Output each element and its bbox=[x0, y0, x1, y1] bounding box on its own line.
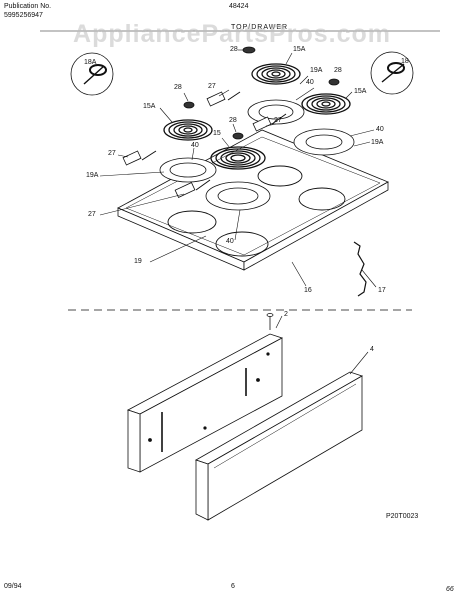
part-label: 40 bbox=[306, 79, 314, 86]
section-title: TOP/DRAWER bbox=[231, 24, 289, 31]
surface-elements bbox=[163, 63, 351, 170]
publication-number: 5995256947 bbox=[4, 12, 43, 19]
part-label: 28 bbox=[229, 117, 237, 124]
part-label: 19A bbox=[310, 67, 323, 74]
leader-lines-lower bbox=[275, 315, 369, 375]
detail-circle-18 bbox=[370, 51, 414, 95]
part-label: 40 bbox=[191, 142, 199, 149]
part-label: 40 bbox=[376, 126, 384, 133]
element-right-back bbox=[301, 93, 351, 115]
footer-date: 09/94 bbox=[4, 583, 22, 590]
part-label: 15A bbox=[293, 46, 306, 53]
wire-harness bbox=[353, 241, 367, 297]
footer-page-number: 6 bbox=[231, 583, 235, 590]
part-label: 40 bbox=[226, 238, 234, 245]
element-top-back bbox=[251, 63, 301, 85]
watermark: AppliancePartsPros.com bbox=[73, 20, 391, 48]
part-label: 2 bbox=[284, 311, 288, 318]
part-label: 18A bbox=[84, 59, 97, 66]
part-label: 27 bbox=[274, 117, 282, 124]
part-label: 28 bbox=[334, 67, 342, 74]
part-label: 27 bbox=[208, 83, 216, 90]
element-front-large bbox=[210, 146, 266, 170]
part-label: 27 bbox=[108, 150, 116, 157]
element-left-back bbox=[163, 119, 213, 141]
part-label: 28 bbox=[174, 84, 182, 91]
part-label: 19A bbox=[86, 172, 99, 179]
detail-circle-18a bbox=[70, 52, 114, 96]
footer-mark: 66 bbox=[446, 586, 454, 593]
part-label: 16 bbox=[304, 287, 312, 294]
part-label: 28 bbox=[230, 46, 238, 53]
publication-label: Publication No. bbox=[4, 3, 52, 10]
part-label: 15A bbox=[143, 103, 156, 110]
drip-bowls bbox=[159, 99, 355, 211]
part-label: 19 bbox=[134, 258, 142, 265]
grommets bbox=[183, 46, 340, 140]
part-label: 27 bbox=[88, 211, 96, 218]
part-label: 18 bbox=[401, 58, 409, 65]
part-label: 19A bbox=[371, 139, 384, 146]
leader-lines bbox=[99, 49, 377, 288]
part-label: 4 bbox=[370, 346, 374, 353]
figure-code: P20T0023 bbox=[386, 513, 419, 520]
part-label: 17 bbox=[378, 287, 386, 294]
part-label: 15 bbox=[213, 130, 221, 137]
part-label: 15A bbox=[354, 88, 367, 95]
drawer-back-panel bbox=[126, 313, 284, 473]
model-number: 48424 bbox=[229, 3, 249, 10]
drawer-front bbox=[195, 371, 363, 521]
receptacles bbox=[122, 91, 287, 198]
